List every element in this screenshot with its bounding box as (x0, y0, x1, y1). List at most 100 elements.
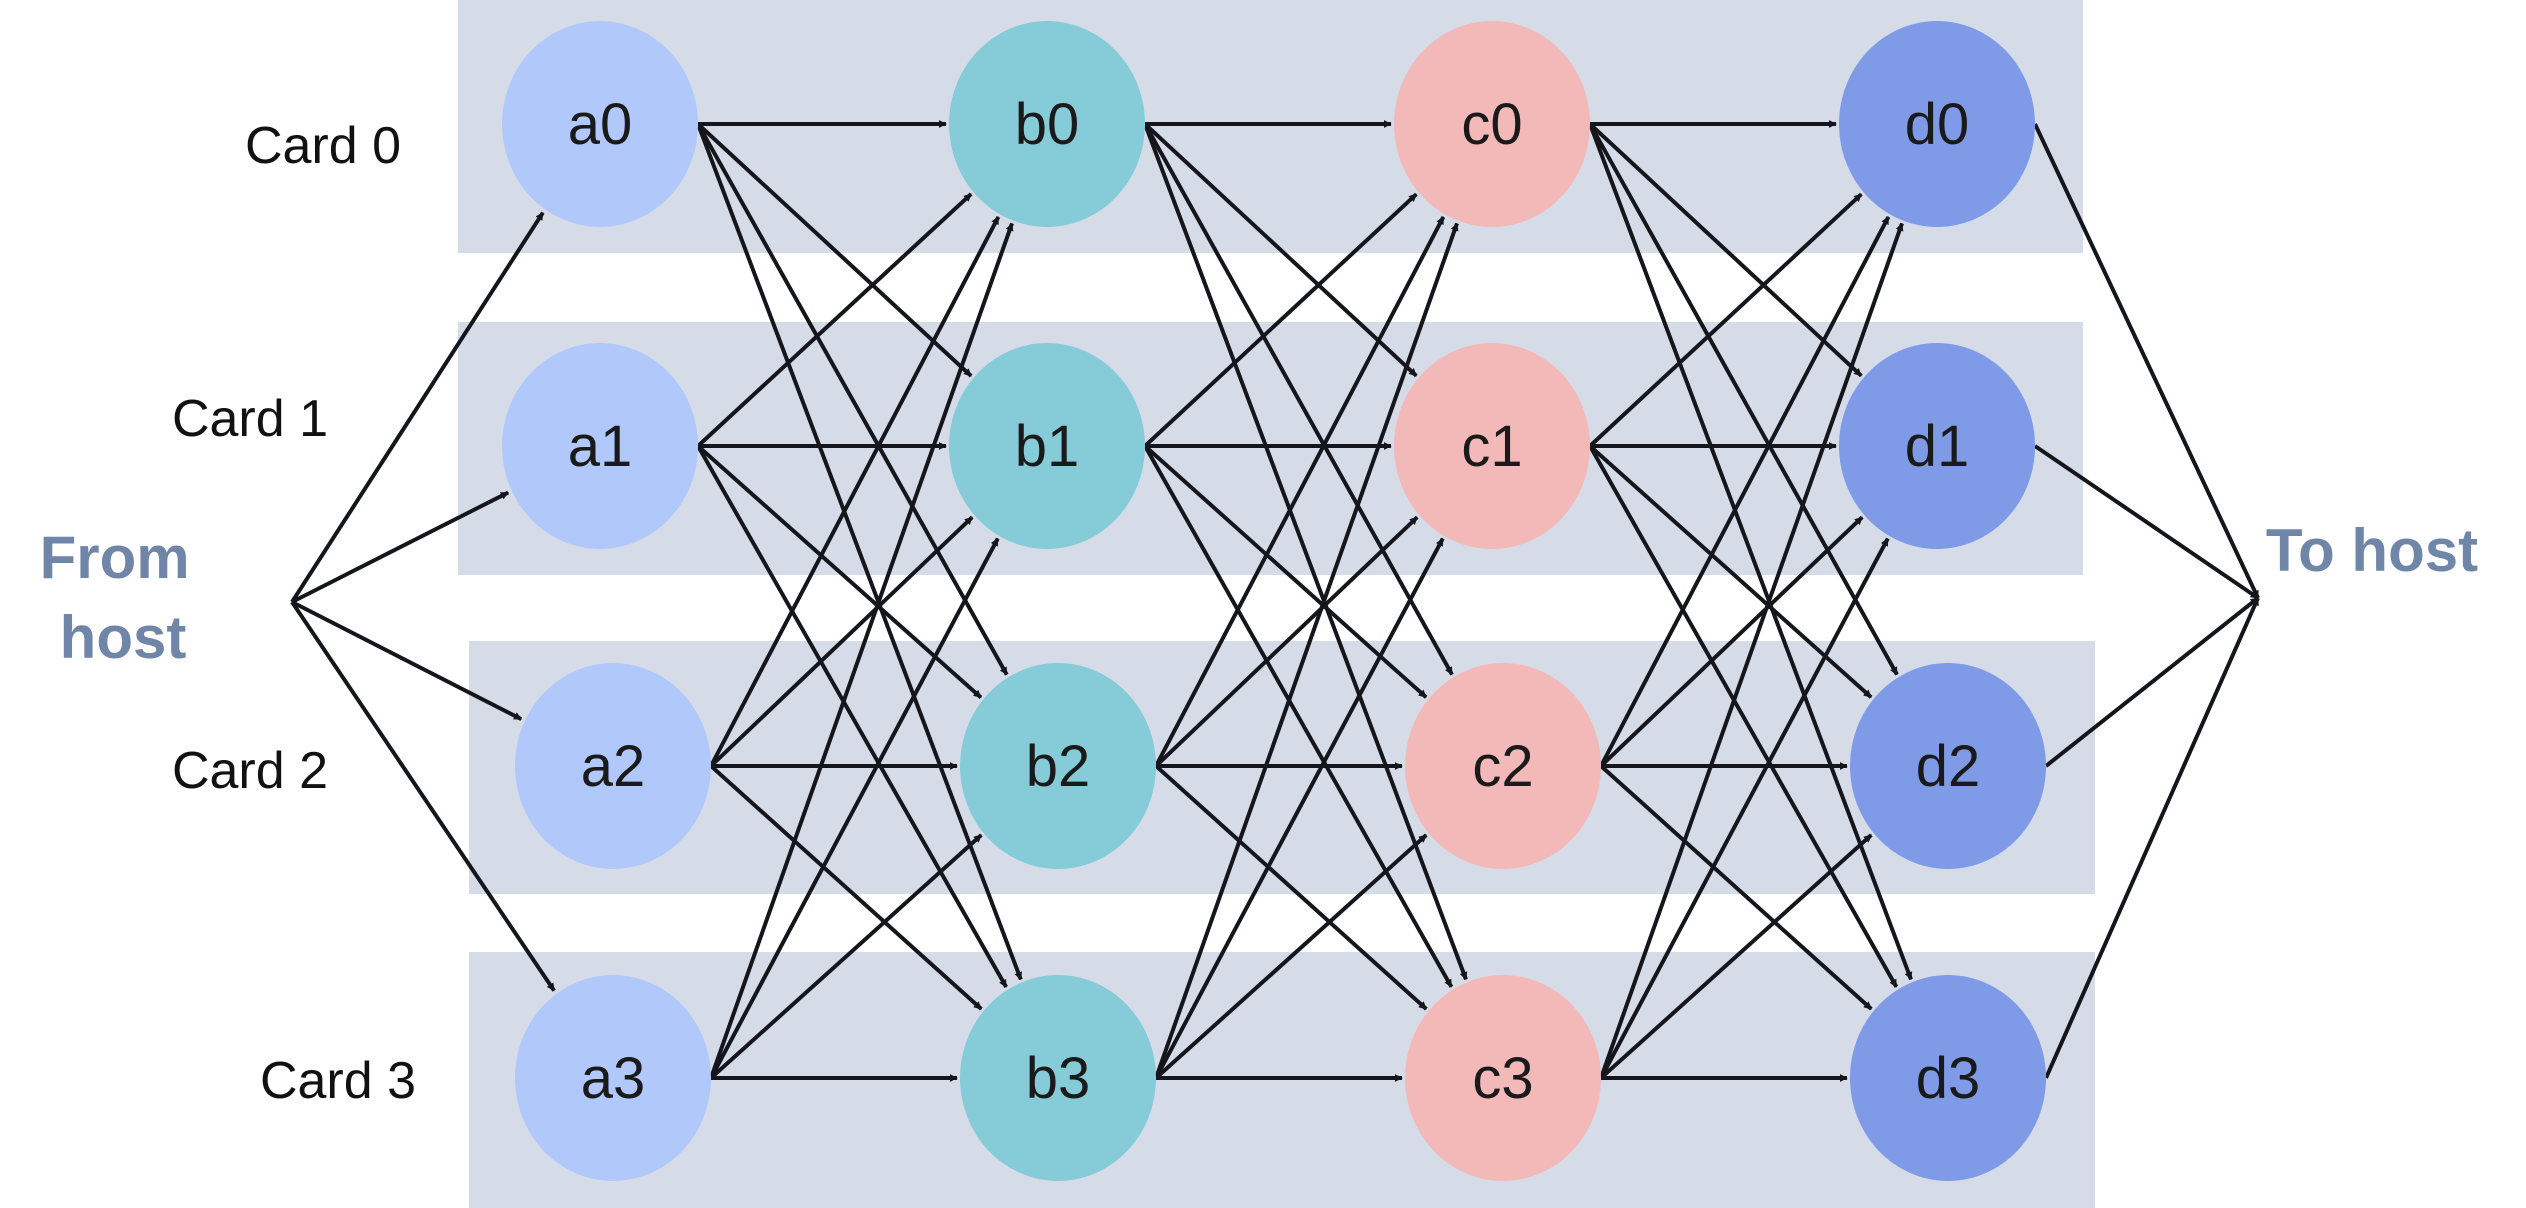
node-label-a3: a3 (581, 1046, 646, 1111)
edge-a0-b2 (696, 123, 1009, 676)
node-d0: d0 (1839, 21, 2035, 227)
edge-c3-d1 (1599, 537, 1890, 1079)
edge-a0-b3 (696, 123, 1023, 981)
node-label-d3: d3 (1916, 1046, 1981, 1111)
node-label-c3: c3 (1472, 1046, 1533, 1111)
edge-a0-b1 (696, 122, 973, 378)
node-circle-c3 (1405, 975, 1601, 1181)
node-a3: a3 (515, 975, 711, 1181)
card-lanes (458, 0, 2095, 1208)
node-a2: a2 (515, 663, 711, 869)
from-host-label: From host (40, 524, 207, 671)
edge-c0-d3 (1588, 123, 1913, 981)
node-a1: a1 (502, 343, 698, 549)
edge-a3-b0 (709, 222, 1014, 1079)
node-b3: b3 (960, 975, 1156, 1181)
edge-a3-b2 (709, 833, 983, 1080)
edge-b3-c0 (1154, 222, 1459, 1079)
node-d2: d2 (1850, 663, 2046, 869)
edge-host-a2 (291, 600, 523, 721)
node-circle-b3 (960, 975, 1156, 1181)
edge-b3-c2 (1154, 833, 1428, 1080)
edge-a2-b1 (709, 515, 974, 768)
to-host-label: To host (2266, 517, 2478, 584)
node-c3: c3 (1405, 975, 1601, 1181)
node-circle-b1 (949, 343, 1145, 549)
node-label-c1: c1 (1461, 414, 1522, 479)
node-circle-c0 (1394, 21, 1590, 227)
node-label-b2: b2 (1026, 734, 1091, 799)
node-d3: d3 (1850, 975, 2046, 1181)
edge-c2-d3 (1599, 764, 1873, 1011)
node-label-a0: a0 (568, 92, 633, 157)
edge-b2-c3 (1154, 764, 1428, 1011)
edge-d1-host (2033, 444, 2260, 600)
node-circle-d0 (1839, 21, 2035, 227)
edge-d2-host (2044, 596, 2260, 768)
node-circle-a2 (515, 663, 711, 869)
card-label-0: Card 0 (245, 117, 401, 175)
node-circle-a1 (502, 343, 698, 549)
node-circle-a0 (502, 21, 698, 227)
edges (290, 120, 2260, 1082)
card-label-3: Card 3 (260, 1052, 416, 1110)
node-c0: c0 (1394, 21, 1590, 227)
node-b0: b0 (949, 21, 1145, 227)
edge-c1-d0 (1588, 192, 1863, 448)
edge-b2-c0 (1154, 215, 1446, 767)
edge-host-a0 (290, 211, 545, 604)
node-a0: a0 (502, 21, 698, 227)
edge-b1-c0 (1143, 192, 1418, 448)
nodes: a0 a1 a2 a3 b0 b1 b2 b3 c0 c1 c2 c3 d0 d1 d2 d3 (502, 21, 2046, 1181)
edge-b0-c3 (1143, 123, 1468, 981)
node-circle-c2 (1405, 663, 1601, 869)
from-host-line-2: host (60, 604, 187, 671)
edge-b1-c3 (1143, 445, 1454, 988)
node-b1: b1 (949, 343, 1145, 549)
node-label-c0: c0 (1461, 92, 1522, 157)
edge-c1-d3 (1588, 445, 1899, 988)
card-label-2: Card 2 (172, 742, 328, 800)
edge-a3-b1 (709, 537, 1000, 1079)
node-circle-d2 (1850, 663, 2046, 869)
card-labels: Card 0 Card 1 Card 2 Card 3 (172, 117, 416, 1110)
edge-c0-d2 (1588, 123, 1899, 676)
edge-c2-d0 (1599, 215, 1891, 767)
node-label-b3: b3 (1026, 1046, 1091, 1111)
edge-b3-c1 (1154, 537, 1445, 1079)
node-d1: d1 (1839, 343, 2035, 549)
node-circle-b0 (949, 21, 1145, 227)
edge-b0-c2 (1143, 123, 1454, 676)
edge-a1-b3 (696, 445, 1008, 989)
edge-c3-d2 (1599, 833, 1873, 1080)
edge-d0-host (2033, 123, 2260, 599)
node-c2: c2 (1405, 663, 1601, 869)
edge-a2-b3 (709, 764, 983, 1011)
node-label-d2: d2 (1916, 734, 1981, 799)
edge-d3-host (2044, 597, 2260, 1079)
card-label-1: Card 1 (172, 390, 328, 448)
edge-host-a1 (291, 490, 510, 604)
edge-c0-d1 (1588, 122, 1863, 378)
node-circle-c1 (1394, 343, 1590, 549)
edge-b2-c1 (1154, 515, 1419, 768)
node-label-d1: d1 (1905, 414, 1970, 479)
node-label-b0: b0 (1015, 92, 1080, 157)
edge-a2-b0 (709, 215, 1001, 767)
node-label-a1: a1 (568, 414, 633, 479)
edge-host-a3 (290, 600, 556, 992)
node-circle-b2 (960, 663, 1156, 869)
node-label-d0: d0 (1905, 92, 1970, 157)
edge-b0-c1 (1143, 122, 1418, 378)
node-circle-d1 (1839, 343, 2035, 549)
edge-c3-d0 (1599, 222, 1904, 1079)
node-label-c2: c2 (1472, 734, 1533, 799)
node-b2: b2 (960, 663, 1156, 869)
node-c1: c1 (1394, 343, 1590, 549)
from-host-line-1: From (40, 524, 190, 591)
edge-a1-b0 (696, 192, 973, 448)
node-label-a2: a2 (581, 734, 646, 799)
edge-c2-d1 (1599, 515, 1864, 768)
node-circle-a3 (515, 975, 711, 1181)
